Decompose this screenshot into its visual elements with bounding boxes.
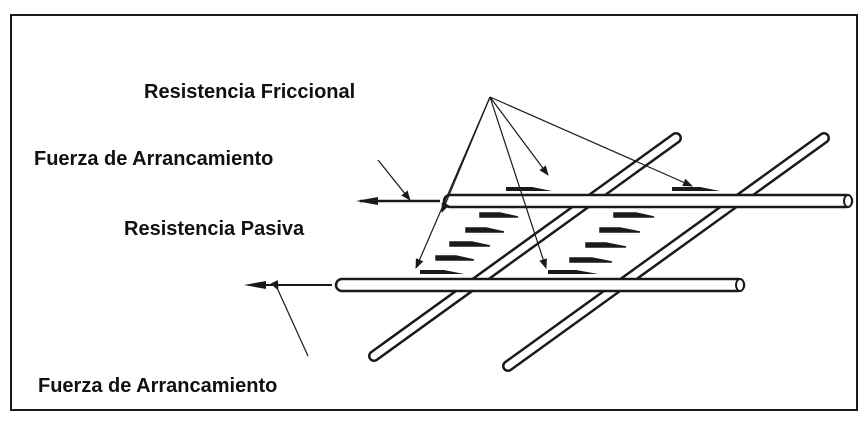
passive-arrow (613, 212, 655, 218)
leader-lines (270, 96, 693, 357)
leader-fuerza-top (377, 159, 411, 201)
transverse-bar-right (502, 132, 830, 372)
friction-arrow (506, 187, 552, 191)
passive-arrow (465, 227, 505, 233)
leader-friccional-2 (415, 96, 491, 269)
label-fuerza-arrancamiento-bottom: Fuerza de Arrancamiento (38, 374, 278, 398)
longitudinal-bar-bottom (334, 277, 746, 293)
leader-friccional-3 (489, 96, 548, 269)
passive-arrow (449, 241, 491, 247)
label-resistencia-friccional: Resistencia Friccional (144, 80, 356, 104)
passive-arrow (585, 242, 627, 248)
friction-arrow (548, 270, 598, 274)
passive-arrow (435, 255, 475, 261)
label-resistencia-pasiva: Resistencia Pasiva (124, 217, 305, 241)
longitudinal-bar-top (442, 193, 854, 209)
transverse-bar-left (368, 132, 682, 362)
friction-arrow (672, 187, 720, 191)
friction-arrows (420, 187, 720, 274)
leader-fuerza-bottom (270, 280, 309, 357)
pullout-arrow-bottom (244, 281, 332, 289)
label-fuerza-arrancamiento-top: Fuerza de Arrancamiento (34, 147, 274, 171)
pullout-arrow-top (356, 197, 440, 205)
leader-friccional-5 (489, 96, 693, 187)
leader-friccional-4 (489, 96, 549, 176)
passive-resistance-arrows (435, 212, 655, 263)
passive-arrow (479, 212, 519, 218)
passive-arrow (569, 257, 613, 263)
friction-arrow (420, 270, 464, 274)
passive-arrow (599, 227, 641, 233)
